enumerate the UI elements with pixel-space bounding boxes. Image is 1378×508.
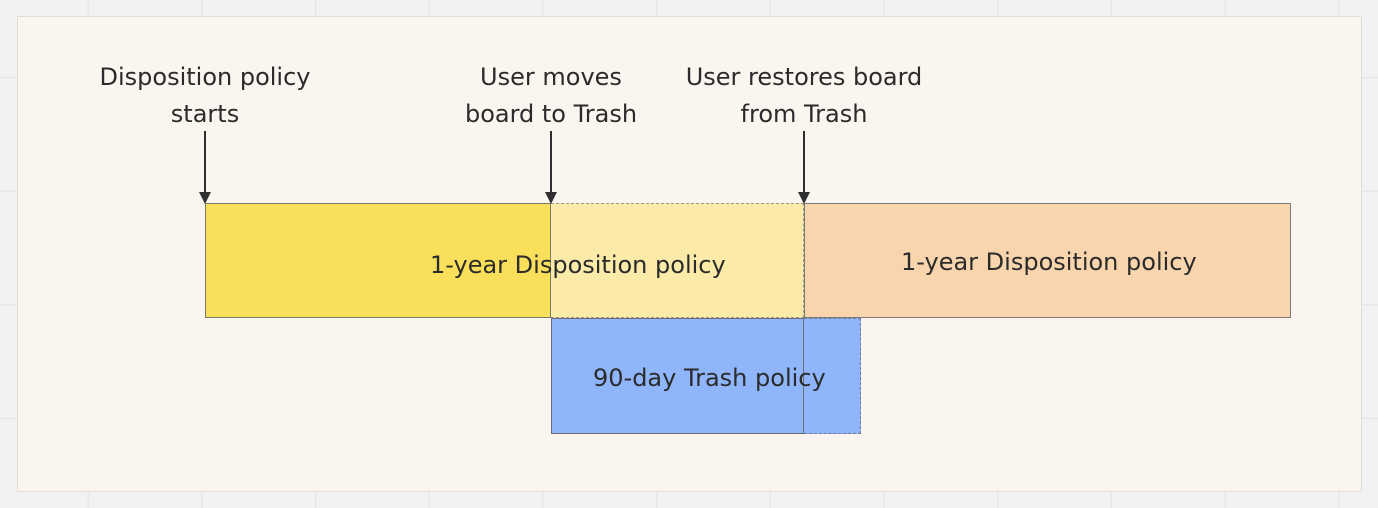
event-label-line: Disposition policy: [99, 63, 311, 91]
disposition-policy-bar-active: [205, 203, 551, 318]
arrow-down-icon: [199, 192, 211, 204]
event-label-line: from Trash: [740, 100, 868, 128]
disposition-policy-bar-restored: [804, 203, 1291, 318]
arrow-policy-starts-line: [204, 131, 206, 193]
trash-policy-bar-remaining: [804, 318, 861, 434]
arrow-down-icon: [545, 192, 557, 204]
event-moves-to-trash-label: User moves board to Trash: [465, 59, 637, 133]
event-label-line: starts: [170, 100, 240, 128]
arrow-restores-board-line: [803, 131, 805, 193]
trash-policy-bar: [551, 318, 804, 434]
event-policy-starts-label: Disposition policy starts: [100, 59, 311, 133]
trash-policy-label: 90-day Trash policy: [593, 364, 826, 392]
event-label-line: User restores board: [685, 63, 923, 91]
event-restores-board-label: User restores board from Trash: [686, 59, 923, 133]
first-disposition-policy-label: 1-year Disposition policy: [430, 251, 726, 279]
arrow-down-icon: [798, 192, 810, 204]
disposition-policy-bar-paused: [551, 203, 804, 318]
event-label-line: board to Trash: [464, 100, 638, 128]
second-disposition-policy-label: 1-year Disposition policy: [901, 248, 1197, 276]
event-label-line: User moves: [480, 63, 622, 91]
arrow-moves-to-trash-line: [550, 131, 552, 193]
